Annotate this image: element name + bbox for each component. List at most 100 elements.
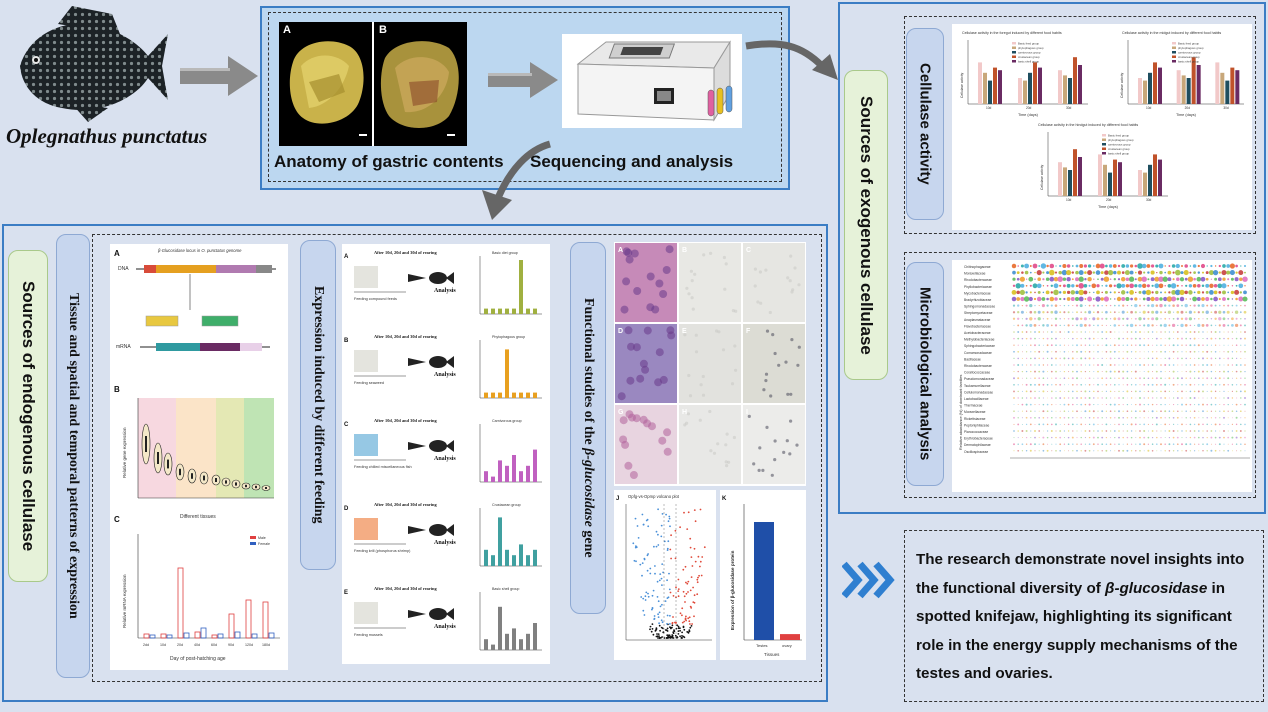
micro-bubble (1151, 377, 1154, 379)
micro-bubble (1244, 430, 1246, 432)
micro-bubble (1025, 304, 1028, 307)
micro-bubble (1198, 357, 1200, 360)
micro-family-label: Chitinophagaceae (964, 265, 991, 269)
volcano-point (668, 515, 671, 518)
micro-bubble (1176, 310, 1180, 314)
feeding-bar (526, 633, 530, 650)
micro-bubble (1063, 318, 1066, 320)
micro-bubble (1159, 303, 1163, 308)
micro-bubble (1122, 337, 1124, 340)
micro-bubble (1033, 310, 1037, 314)
micro-bubble (1240, 377, 1242, 379)
micro-bubble (1202, 443, 1204, 445)
micro-bubble (1181, 331, 1183, 333)
micro-bubble (1087, 276, 1092, 282)
micro-bubble (1223, 304, 1225, 307)
micro-bubble (1088, 423, 1091, 426)
micro-bubble (1122, 344, 1124, 346)
violin-box (167, 459, 169, 469)
micro-bubble (1071, 317, 1074, 320)
micro-bubble (1126, 370, 1129, 373)
micro-bubble (1147, 443, 1150, 445)
volcano-point (688, 616, 691, 619)
micro-bubble (1221, 270, 1227, 276)
feeding-row-group: Phytophagous group (492, 335, 525, 339)
micro-bubble (1168, 364, 1171, 366)
micro-bubble (1230, 290, 1235, 295)
micro-bubble (1046, 383, 1049, 386)
micro-bubble (1068, 384, 1070, 386)
micro-bubble (1139, 377, 1141, 380)
micro-bubble (1172, 377, 1175, 379)
micro-bubble (1210, 304, 1213, 307)
micro-bubble (1235, 344, 1238, 346)
micro-bubble (1072, 450, 1074, 452)
micro-bubble (1030, 351, 1032, 353)
micro-bubble (1181, 443, 1183, 446)
micro-bubble (1155, 337, 1158, 340)
micro-bubble (1017, 350, 1020, 353)
micro-bubble (1012, 317, 1016, 320)
c-ylabel: Relative mRNA expression (122, 574, 127, 628)
cellulase-tick: 10d (1146, 106, 1152, 110)
micro-bubble (1164, 450, 1166, 452)
micro-bubble (1180, 271, 1184, 275)
micro-bubble (1193, 397, 1196, 399)
cellulase-bar (1143, 172, 1147, 196)
micro-bubble (1240, 351, 1242, 353)
micro-bubble (1177, 430, 1179, 432)
micro-bubble (1127, 397, 1128, 399)
micro-bubble (1177, 423, 1179, 425)
micro-bubble (1055, 370, 1057, 373)
volcano-point (659, 573, 662, 575)
micro-bubble (1130, 351, 1133, 353)
micro-bubble (1200, 263, 1206, 269)
micro-bubble (1193, 318, 1196, 320)
micro-bubble (1072, 331, 1074, 333)
micro-bubble (1046, 357, 1049, 360)
micro-bubble (1139, 390, 1141, 393)
micro-bubble (1038, 364, 1041, 366)
micro-bubble (1072, 324, 1074, 327)
micro-bubble (1114, 450, 1116, 452)
micro-bubble (1135, 351, 1137, 353)
micro-bubble (1071, 271, 1074, 274)
micro-bubble (1189, 383, 1192, 386)
micro-bubble (1227, 443, 1229, 445)
micro-bubble (1097, 397, 1099, 399)
histology-cell (770, 473, 774, 477)
bar-ylabel: Expression of β-glucosidase protein (730, 550, 735, 630)
micro-bubble (1171, 323, 1176, 328)
volcano-point (651, 594, 654, 597)
volcano-point (681, 614, 683, 617)
volcano-point (697, 555, 700, 558)
sequencing-caption: Sequencing and analysis (530, 152, 734, 171)
micro-bubble (1055, 384, 1057, 386)
micro-bubble (1160, 383, 1162, 386)
feeding-bar (505, 549, 509, 566)
micro-bubble (1202, 318, 1204, 320)
micro-bubble (1017, 317, 1020, 320)
micro-bubble (1168, 318, 1171, 320)
micro-bubble (1152, 344, 1154, 346)
micro-bubble (1110, 324, 1112, 326)
micro-bubble (1076, 449, 1078, 452)
micro-bubble (1139, 298, 1141, 300)
feeding-bar (519, 639, 523, 650)
micro-bubble (1193, 410, 1196, 413)
micro-bubble (1185, 344, 1187, 346)
micro-bubble (1034, 430, 1036, 432)
micro-bubble (1147, 317, 1150, 320)
micro-bubble (1113, 291, 1116, 294)
food-icon (354, 602, 378, 624)
micro-bubble (1222, 297, 1226, 301)
violin-box (179, 468, 181, 476)
micro-bubble (1030, 430, 1032, 432)
micro-bubble (1164, 430, 1166, 432)
micro-bubble (1135, 344, 1137, 346)
micro-bubble (1021, 384, 1023, 386)
histology-cell (782, 450, 786, 454)
micro-bubble (1193, 304, 1196, 307)
micro-family-label: Lactobacillaceae (964, 397, 989, 401)
micro-bubble (1201, 297, 1205, 301)
